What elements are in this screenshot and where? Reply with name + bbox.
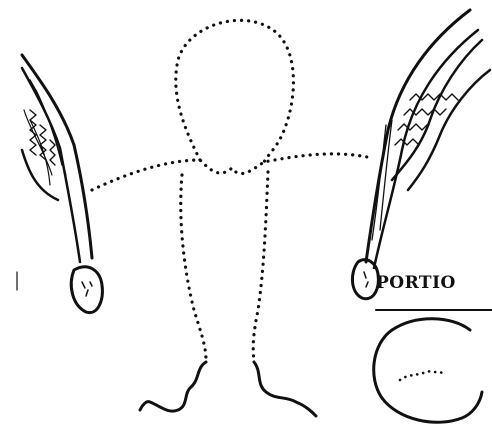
portio-inset [374, 310, 492, 422]
right-tube-and-ovary [352, 10, 490, 299]
portio-label: PORTIO [376, 273, 456, 293]
left-tube-and-ovary [22, 55, 102, 313]
portio-circle [374, 319, 482, 423]
right-ovary [352, 260, 378, 299]
dotted-uterus-outline [92, 20, 372, 360]
left-ovary [71, 267, 102, 313]
lower-wavy-lines [140, 362, 316, 416]
